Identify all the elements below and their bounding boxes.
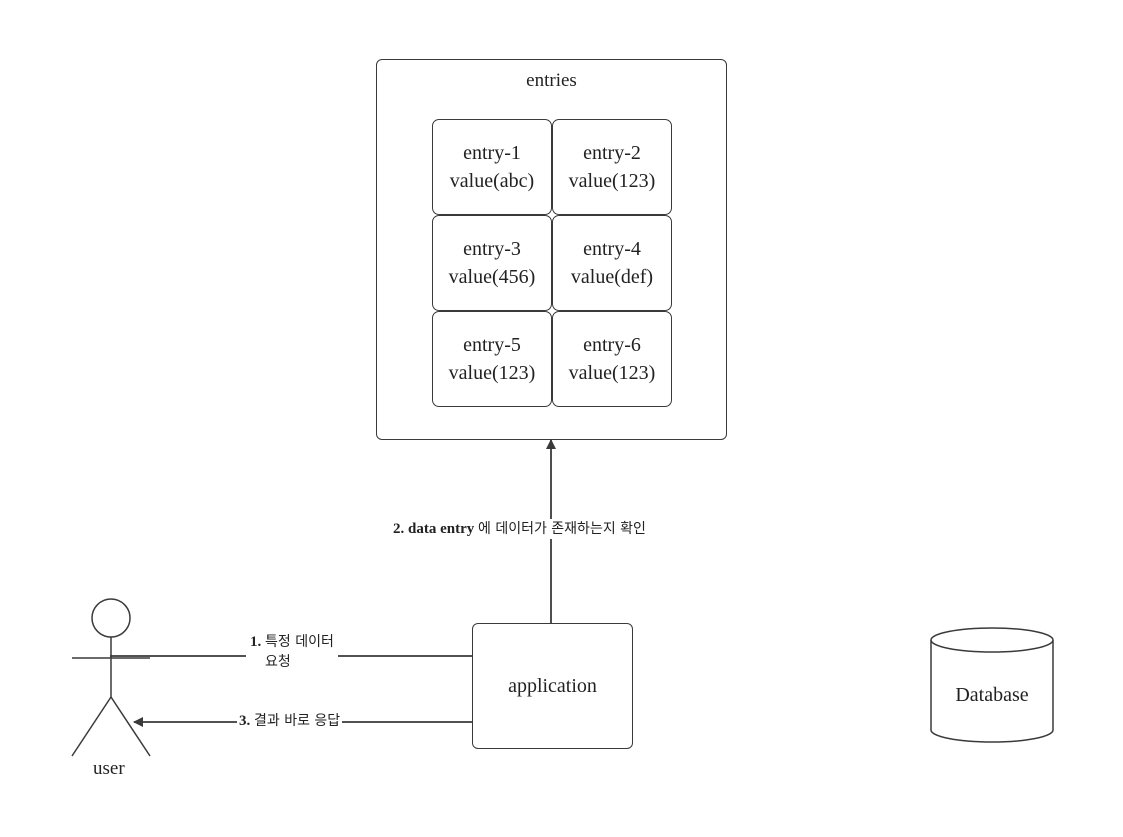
application-box: application — [472, 623, 633, 749]
edge-check-number: 2. — [393, 521, 405, 537]
entries-container-title: entries — [526, 70, 577, 91]
edge-response-label: 3. 결과 바로 응답 — [237, 711, 343, 731]
user-actor-icon — [71, 598, 151, 757]
entry-value: value(123) — [568, 362, 656, 384]
entry-name: entry-4 — [583, 238, 641, 260]
entry-value: value(456) — [448, 266, 536, 288]
entry-cell: entry-3 value(456) — [432, 215, 552, 311]
edge-request-number: 1. — [250, 634, 262, 650]
edge-request-text-line1: 특정 데이터 — [265, 634, 334, 650]
entry-cell: entry-2 value(123) — [552, 119, 672, 215]
entry-name: entry-3 — [463, 238, 521, 260]
entry-cell: entry-4 value(def) — [552, 215, 672, 311]
entry-value: value(123) — [448, 362, 536, 384]
edge-request-label: 1. 특정 데이터 요청 — [246, 632, 338, 672]
entry-cell: entry-6 value(123) — [552, 311, 672, 407]
user-actor-label: user — [93, 758, 125, 779]
entry-value: value(def) — [570, 266, 654, 288]
edge-request-text-line2: 요청 — [265, 654, 291, 670]
entry-cell: entry-5 value(123) — [432, 311, 552, 407]
entry-value: value(abc) — [449, 170, 535, 192]
edge-response-text: 결과 바로 응답 — [254, 713, 341, 729]
edge-check-text: 에 데이터가 존재하는지 확인 — [478, 521, 646, 537]
entry-cell: entry-1 value(abc) — [432, 119, 552, 215]
application-label: application — [508, 674, 597, 697]
edge-response-number: 3. — [239, 713, 251, 729]
entry-name: entry-1 — [463, 142, 521, 164]
edge-check-label: 2. data entry 에 데이터가 존재하는지 확인 — [393, 519, 646, 539]
entry-name: entry-2 — [583, 142, 641, 164]
entry-name: entry-5 — [463, 334, 521, 356]
database-label: Database — [955, 684, 1029, 706]
edge-check-bold: data entry — [408, 521, 475, 537]
entry-name: entry-6 — [583, 334, 641, 356]
entry-value: value(123) — [568, 170, 656, 192]
database-icon — [930, 627, 1054, 743]
